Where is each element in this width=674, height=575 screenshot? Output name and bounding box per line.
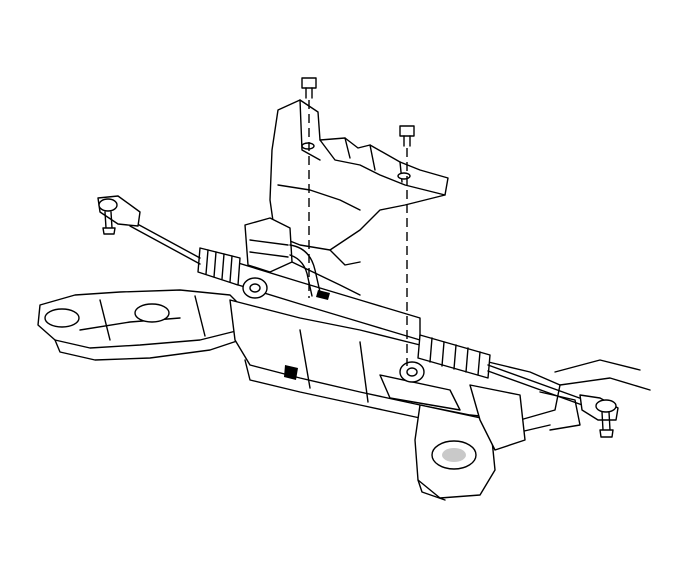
steering-gear-heat-shield [269, 99, 449, 266]
right-gear-boot [417, 334, 491, 379]
right-tie-rod-end [487, 364, 619, 438]
left-gear-boot [197, 247, 241, 286]
heat-shield-bolt-right [399, 125, 415, 366]
steering-gear [234, 217, 425, 383]
frame-crossmember [37, 289, 651, 501]
heat-shield-bolt-left [301, 77, 317, 298]
left-tie-rod-end [97, 195, 201, 265]
